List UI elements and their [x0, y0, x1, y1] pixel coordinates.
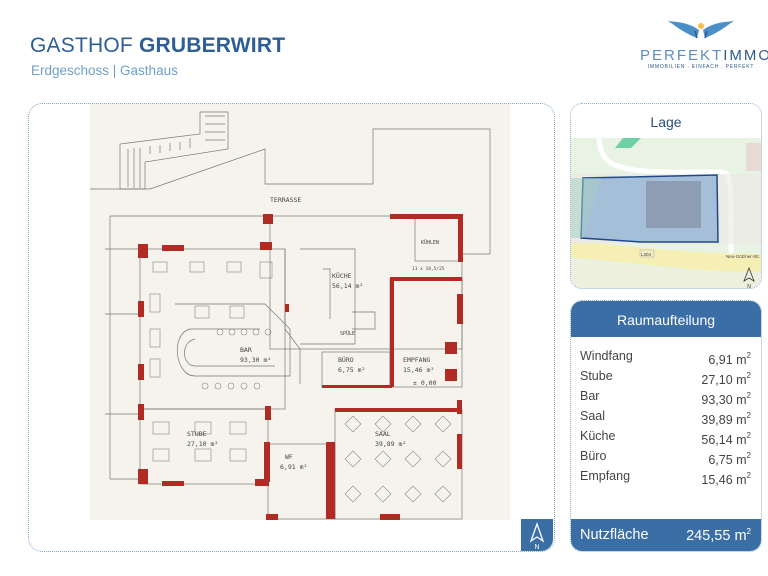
- map-north-arrow-icon: [743, 266, 755, 282]
- location-panel: Lage L304 Neu-Götzner-Str. N: [570, 103, 762, 289]
- floorplan-drawing: TERRASSE KÜCHE 56,14 m² KÜHLEN 11 x 18,5…: [90, 111, 491, 520]
- total-area-number: 245,55 m: [686, 527, 747, 544]
- plan-label-saal-area: 39,89 m²: [375, 440, 406, 448]
- room-name: Bar: [580, 389, 600, 403]
- room-area: 93,30 m2: [701, 388, 751, 408]
- room-area-number: 6,75 m: [708, 453, 747, 467]
- plan-label-buero: BÜRO: [338, 355, 354, 364]
- room-area-sup: 2: [746, 411, 751, 420]
- plan-label-bar-area: 93,30 m²: [240, 356, 271, 364]
- room-area-number: 6,91 m: [708, 353, 747, 367]
- plan-label-kueche: KÜCHE: [332, 271, 352, 280]
- plan-label-empfang-area: 15,46 m²: [403, 366, 434, 374]
- title-bold: GRUBERWIRT: [138, 34, 286, 57]
- floorplan-panel: [28, 103, 555, 552]
- plan-label-wf: WF: [285, 453, 293, 461]
- total-area-sup: 2: [746, 526, 751, 536]
- logo-name: PERFEKTIMMO: [640, 47, 768, 64]
- plan-label-terrasse: TERRASSE: [270, 196, 301, 204]
- logo-tagline: IMMOBILIEN . EINFACH . PERFEKT: [647, 64, 755, 70]
- total-area-row: Nutzfläche 245,55 m2: [571, 519, 761, 551]
- company-logo: PERFEKTIMMO IMMOBILIEN . EINFACH . PERFE…: [640, 18, 768, 70]
- room-name: Küche: [580, 429, 616, 443]
- plan-label-buero-area: 6,75 m²: [338, 366, 365, 374]
- plan-label-empfang: EMPFANG: [403, 356, 430, 364]
- room-row: Bar 93,30 m2: [580, 388, 751, 408]
- location-title: Lage: [650, 114, 682, 130]
- north-arrow-icon: N: [529, 522, 545, 551]
- room-area-sup: 2: [746, 431, 751, 440]
- room-row: Windfang 6,91 m2: [580, 348, 751, 368]
- room-area: 56,14 m2: [701, 428, 751, 448]
- room-area-sup: 2: [746, 371, 751, 380]
- room-area: 6,75 m2: [708, 448, 751, 468]
- map-compass-label: N: [747, 284, 751, 289]
- room-area-number: 15,46 m: [701, 473, 747, 487]
- room-area-number: 56,14 m: [701, 433, 747, 447]
- room-area: 27,10 m2: [701, 368, 751, 388]
- room-row: Saal 39,89 m2: [580, 408, 751, 428]
- plan-label-stube-area: 27,10 m²: [187, 440, 218, 448]
- room-area-sup: 2: [746, 451, 751, 460]
- plan-label-level: ± 0,00: [413, 379, 437, 387]
- plan-label-stube: STUBE: [187, 430, 207, 438]
- total-area-label: Nutzfläche: [580, 527, 649, 543]
- room-area-sup: 2: [746, 471, 751, 480]
- total-area-value: 245,55 m2: [686, 527, 751, 544]
- plan-label-saal: SAAL: [375, 430, 391, 438]
- room-area-sup: 2: [746, 391, 751, 400]
- floorplan-image: TERRASSE KÜCHE 56,14 m² KÜHLEN 11 x 18,5…: [90, 104, 510, 520]
- room-row: Büro 6,75 m2: [580, 448, 751, 468]
- compass-label: N: [534, 544, 539, 551]
- logo-name-dark: IMMO: [723, 47, 768, 64]
- room-area-number: 27,10 m: [701, 373, 747, 387]
- room-row: Küche 56,14 m2: [580, 428, 751, 448]
- room-name: Empfang: [580, 469, 631, 483]
- room-area: 39,89 m2: [701, 408, 751, 428]
- page-subtitle: Erdgeschoss | Gasthaus: [31, 63, 178, 78]
- room-area: 15,46 m2: [701, 468, 751, 488]
- plan-label-bar: BAR: [240, 346, 252, 354]
- room-breakdown-title: Raumaufteilung: [571, 301, 761, 337]
- map-road-label: L304: [641, 252, 652, 257]
- room-area-sup: 2: [746, 351, 751, 360]
- page-title: GASTHOF GRUBERWIRT: [30, 34, 285, 58]
- room-area-number: 93,30 m: [701, 393, 747, 407]
- room-name: Windfang: [580, 349, 633, 363]
- logo-name-light: PERFEKT: [640, 47, 724, 64]
- title-light: GASTHOF: [30, 34, 139, 57]
- map-street-label: Neu-Götzner-Str.: [726, 254, 760, 259]
- plan-label-kueche-area: 56,14 m²: [332, 282, 363, 290]
- plan-label-kuehlen: KÜHLEN: [421, 239, 439, 246]
- location-map[interactable]: L304 Neu-Götzner-Str. N: [571, 137, 761, 289]
- room-name: Büro: [580, 449, 607, 463]
- room-row: Stube 27,10 m2: [580, 368, 751, 388]
- room-area: 6,91 m2: [708, 348, 751, 368]
- room-name: Stube: [580, 369, 613, 383]
- room-area-number: 39,89 m: [701, 413, 747, 427]
- room-name: Saal: [580, 409, 606, 423]
- plan-label-spuele: SPÜLE: [340, 330, 355, 337]
- room-row: Empfang 15,46 m2: [580, 468, 751, 488]
- north-compass: N: [521, 519, 553, 551]
- plan-label-stairs: 11 x 18,5/25: [412, 266, 445, 272]
- wings-logo-icon: [668, 21, 734, 39]
- plan-label-wf-area: 6,91 m²: [280, 463, 307, 471]
